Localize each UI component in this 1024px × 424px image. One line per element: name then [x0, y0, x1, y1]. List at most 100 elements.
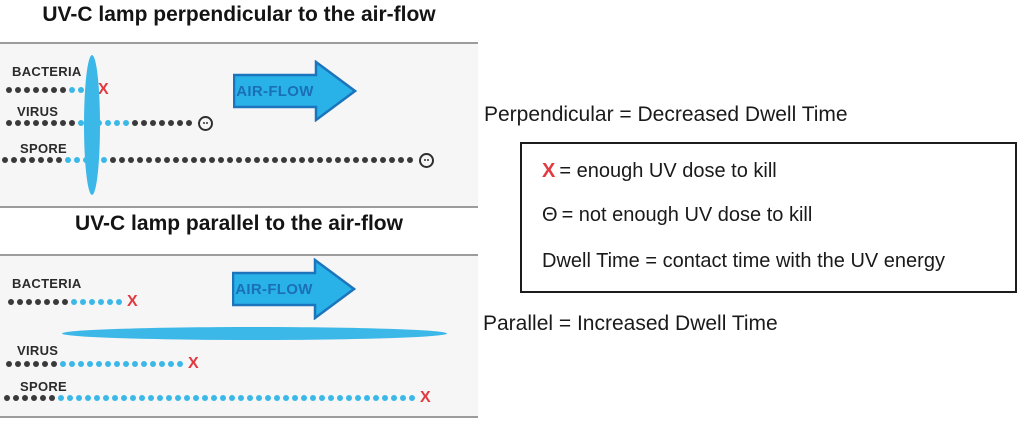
- dark-particle-dot: [60, 87, 66, 93]
- cyan-particle-dot: [409, 395, 415, 401]
- cyan-particle-dot: [373, 395, 379, 401]
- dark-particle-dot: [317, 157, 323, 163]
- dark-particle-dot: [35, 299, 41, 305]
- virus-path: [6, 115, 213, 131]
- cyan-particle-dot: [166, 395, 172, 401]
- cyan-particle-dot: [78, 120, 84, 126]
- dark-particle-dot: [56, 157, 62, 163]
- dark-particle-dot: [299, 157, 305, 163]
- dark-particle-dot: [272, 157, 278, 163]
- dark-particle-dot: [168, 120, 174, 126]
- dark-particle-dot: [38, 157, 44, 163]
- dark-particle-dot: [2, 157, 8, 163]
- dark-particle-dot: [326, 157, 332, 163]
- cyan-particle-dot: [168, 361, 174, 367]
- dark-particle-dot: [53, 299, 59, 305]
- bacteria-label: BACTERIA: [12, 276, 82, 291]
- cyan-particle-dot: [103, 395, 109, 401]
- dark-particle-dot: [51, 361, 57, 367]
- dark-particle-dot: [137, 157, 143, 163]
- dark-particle-dot: [209, 157, 215, 163]
- cyan-particle-dot: [265, 395, 271, 401]
- dark-particle-dot: [15, 120, 21, 126]
- cyan-particle-dot: [112, 395, 118, 401]
- cyan-particle-dot: [94, 395, 100, 401]
- cyan-particle-dot: [391, 395, 397, 401]
- dark-particle-dot: [191, 157, 197, 163]
- dark-particle-dot: [146, 157, 152, 163]
- cyan-particle-dot: [301, 395, 307, 401]
- cyan-particle-dot: [184, 395, 190, 401]
- dark-particle-dot: [173, 157, 179, 163]
- dark-particle-dot: [407, 157, 413, 163]
- dark-particle-dot: [33, 87, 39, 93]
- cyan-particle-dot: [130, 395, 136, 401]
- airflow-label: AIR-FLOW: [236, 82, 314, 100]
- dark-particle-dot: [227, 157, 233, 163]
- cyan-particle-dot: [175, 395, 181, 401]
- cyan-particle-dot: [123, 120, 129, 126]
- dark-particle-dot: [164, 157, 170, 163]
- dark-particle-dot: [155, 157, 161, 163]
- dark-particle-dot: [13, 395, 19, 401]
- cyan-particle-dot: [89, 299, 95, 305]
- dark-particle-dot: [20, 157, 26, 163]
- dark-particle-dot: [186, 120, 192, 126]
- cyan-particle-dot: [78, 87, 84, 93]
- dark-particle-dot: [6, 361, 12, 367]
- cyan-particle-dot: [101, 157, 107, 163]
- cyan-particle-dot: [229, 395, 235, 401]
- kill-symbol: X: [542, 160, 556, 182]
- legend-text: = enough UV dose to kill: [559, 160, 777, 182]
- dark-particle-dot: [362, 157, 368, 163]
- cyan-particle-dot: [220, 395, 226, 401]
- dark-particle-dot: [263, 157, 269, 163]
- dark-particle-dot: [42, 120, 48, 126]
- cyan-particle-dot: [78, 361, 84, 367]
- dark-particle-dot: [119, 157, 125, 163]
- airflow-label: AIR-FLOW: [235, 280, 313, 298]
- dark-particle-dot: [308, 157, 314, 163]
- spore-label: SPORE: [20, 379, 68, 394]
- cyan-particle-dot: [116, 299, 122, 305]
- dark-particle-dot: [200, 157, 206, 163]
- dark-particle-dot: [31, 395, 37, 401]
- cyan-particle-dot: [123, 361, 129, 367]
- dark-particle-dot: [236, 157, 242, 163]
- killed-marker: X: [98, 81, 109, 98]
- cyan-particle-dot: [328, 395, 334, 401]
- cyan-particle-dot: [76, 395, 82, 401]
- dark-particle-dot: [42, 361, 48, 367]
- cyan-particle-dot: [346, 395, 352, 401]
- dark-particle-dot: [254, 157, 260, 163]
- dark-particle-dot: [128, 157, 134, 163]
- dark-particle-dot: [51, 120, 57, 126]
- perpendicular-caption: Perpendicular = Decreased Dwell Time: [484, 103, 848, 126]
- killed-marker: X: [188, 355, 199, 372]
- dark-particle-dot: [371, 157, 377, 163]
- dark-particle-dot: [11, 157, 17, 163]
- airflow-arrow: AIR-FLOW: [232, 258, 356, 320]
- dark-particle-dot: [8, 299, 14, 305]
- cyan-particle-dot: [114, 361, 120, 367]
- parallel-panel-title: UV-C lamp parallel to the air-flow: [75, 212, 403, 235]
- cyan-particle-dot: [400, 395, 406, 401]
- dark-particle-dot: [60, 120, 66, 126]
- killed-marker: X: [420, 389, 431, 406]
- dark-particle-dot: [141, 120, 147, 126]
- dark-particle-dot: [49, 395, 55, 401]
- dark-particle-dot: [44, 299, 50, 305]
- cyan-particle-dot: [69, 361, 75, 367]
- killed-marker: X: [127, 293, 138, 310]
- dark-particle-dot: [17, 299, 23, 305]
- survive-symbol: Θ: [542, 204, 558, 226]
- cyan-particle-dot: [69, 87, 75, 93]
- cyan-particle-dot: [105, 120, 111, 126]
- cyan-particle-dot: [148, 395, 154, 401]
- dark-particle-dot: [24, 361, 30, 367]
- legend-item-dwell-time: Dwell Time = contact time with the UV en…: [542, 250, 945, 273]
- cyan-particle-dot: [274, 395, 280, 401]
- cyan-particle-dot: [382, 395, 388, 401]
- legend-box: X= enough UV dose to kill Θ= not enough …: [520, 142, 1017, 293]
